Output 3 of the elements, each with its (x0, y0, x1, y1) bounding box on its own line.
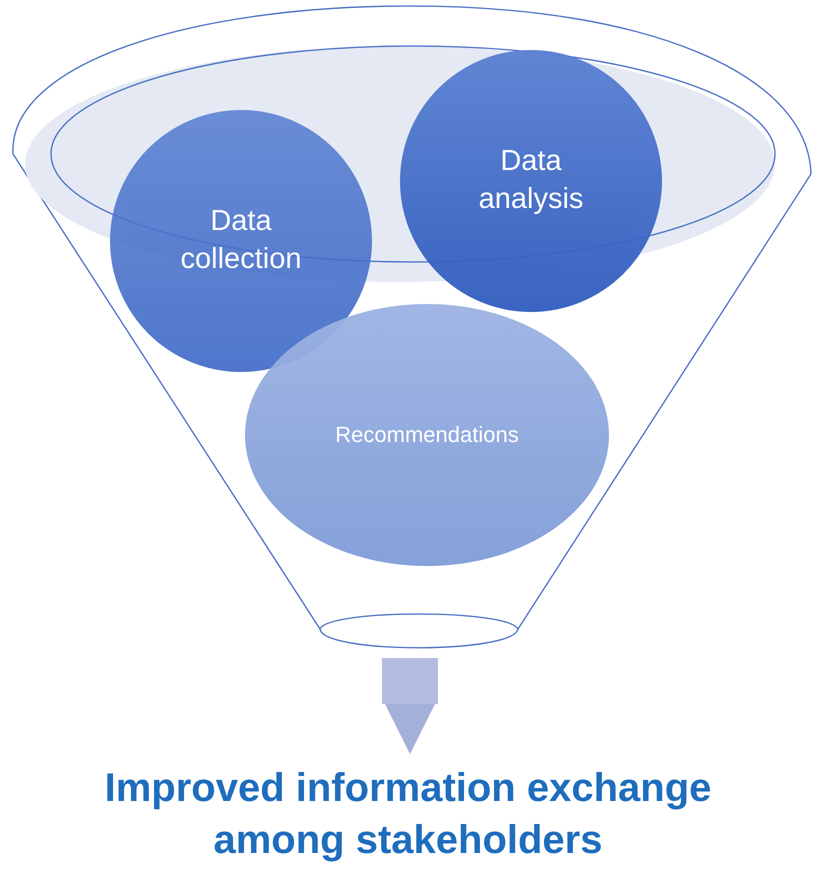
block-arrow (382, 658, 438, 754)
outcome-text: Improved information exchange among stakeholders (40, 762, 776, 872)
process-ellipse: Recommendations (245, 304, 609, 566)
